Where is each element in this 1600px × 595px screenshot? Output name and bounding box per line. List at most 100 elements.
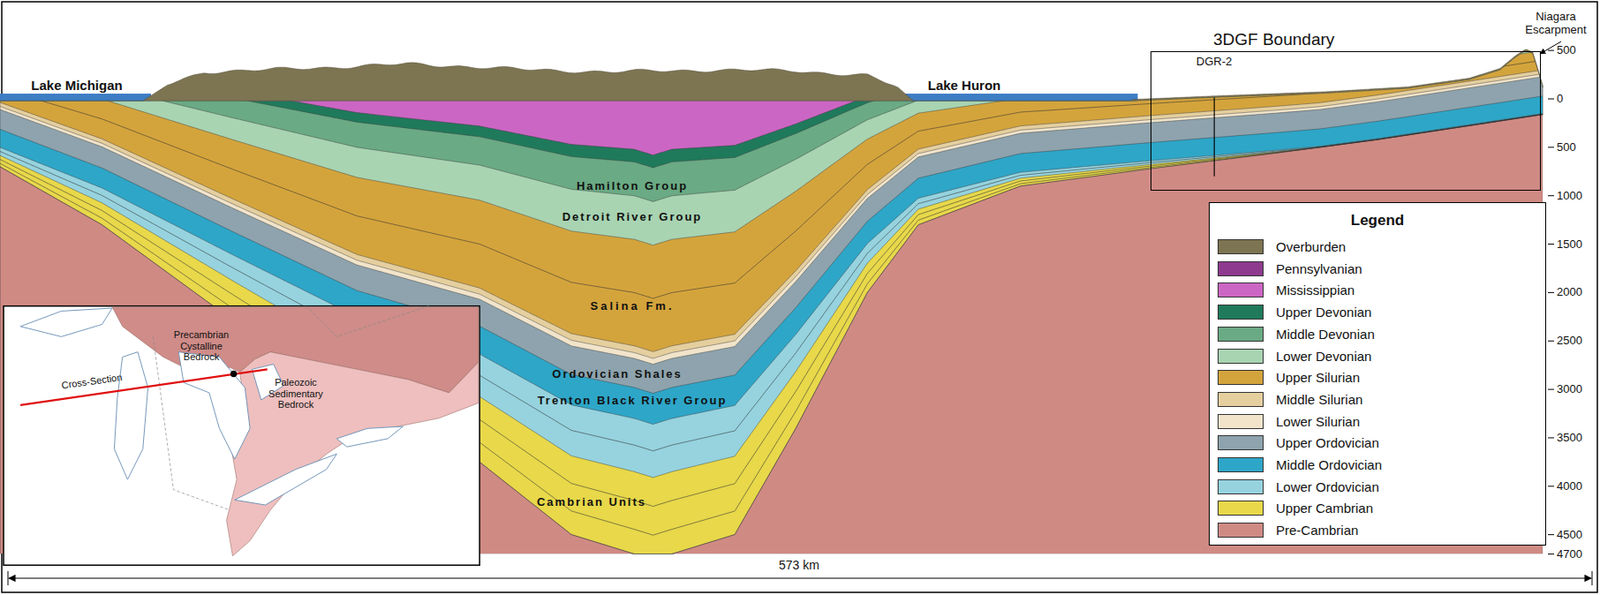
legend-title: Legend	[1350, 211, 1404, 230]
axis-label: 500	[1556, 140, 1577, 154]
legend-swatch	[1217, 261, 1264, 277]
axis-tick	[1547, 553, 1555, 555]
unit-name: Hamilton Group	[576, 180, 688, 194]
scale-bar-end	[7, 571, 9, 586]
legend-text: Lower Ordovician	[1275, 479, 1380, 495]
legend-swatch	[1217, 304, 1264, 320]
axis-label: 4000	[1556, 479, 1583, 493]
overburden	[0, 49, 1543, 101]
legend-text: Lower Devonian	[1275, 348, 1372, 364]
axis-tick	[1547, 195, 1555, 197]
legend-text: Upper Devonian	[1275, 304, 1372, 320]
lake-name: Lake Michigan	[30, 77, 122, 93]
scale-label: 573 km	[778, 558, 820, 573]
axis-label: 3500	[1556, 430, 1583, 445]
legend-swatch	[1217, 239, 1264, 255]
legend-row: Upper Devonian	[1217, 304, 1372, 320]
borehole-line	[1214, 97, 1216, 176]
unit-name: Ordovician Shales	[551, 368, 682, 382]
legend-text: Pennsylvanian	[1275, 261, 1363, 277]
axis-tick	[1547, 98, 1555, 100]
lake-outline	[20, 308, 113, 337]
feature-name: Niagara Escarpment	[1519, 10, 1593, 38]
axis-tick	[1547, 292, 1555, 294]
axis-tick	[1547, 534, 1555, 536]
legend-swatch	[1217, 500, 1264, 516]
legend-text: Overburden	[1275, 239, 1346, 255]
legend-swatch	[1217, 282, 1264, 298]
boundary-box: 3DGF Boundary	[1150, 51, 1541, 191]
legend-row: Lower Devonian	[1217, 348, 1372, 364]
axis-label: 1500	[1556, 237, 1583, 251]
axis-label: 500	[1556, 44, 1577, 58]
axis-label: 2000	[1556, 286, 1583, 300]
legend-text: Middle Devonian	[1275, 326, 1375, 342]
legend-text: Mississippian	[1275, 282, 1355, 298]
legend-row: Lower Silurian	[1217, 414, 1360, 430]
inset-map	[3, 306, 480, 567]
legend-text: Lower Silurian	[1275, 414, 1360, 430]
legend-swatch	[1217, 369, 1264, 385]
legend-text: Middle Ordovician	[1275, 457, 1382, 473]
lake-water	[0, 93, 151, 101]
unit-name: Cambrian Units	[536, 496, 647, 510]
inset-frame	[3, 306, 480, 567]
legend-row: Middle Ordovician	[1217, 457, 1382, 473]
site-dot	[230, 370, 237, 378]
unit-name: Trenton Black River Group	[537, 394, 728, 408]
state-border	[152, 306, 429, 511]
legend-text: Pre-Cambrian	[1275, 522, 1359, 538]
legend-row: Middle Silurian	[1217, 392, 1363, 408]
legend-row: Middle Devonian	[1217, 326, 1375, 342]
scale-bar	[8, 577, 1592, 579]
legend-row: Pennsylvanian	[1217, 261, 1363, 277]
unit-name: Salina Fm.	[589, 300, 674, 314]
lake-outline	[113, 352, 148, 480]
paleozoic-region	[226, 352, 479, 557]
lake-water	[903, 93, 1139, 101]
axis-tick	[1547, 485, 1555, 487]
legend-text: Upper Silurian	[1275, 369, 1360, 385]
legend-swatch	[1217, 522, 1264, 538]
axis-tick	[1547, 243, 1555, 245]
axis-tick	[1547, 437, 1555, 438]
lake-outline	[234, 453, 338, 506]
legend-swatch	[1217, 392, 1264, 408]
borehole-name: DGR-2	[1196, 55, 1232, 69]
map-region-label: Paleozoic Sedimentary Bedrock	[260, 377, 332, 411]
legend-swatch	[1217, 435, 1264, 451]
legend-row: Mississippian	[1217, 282, 1355, 298]
legend-text: Middle Silurian	[1275, 392, 1363, 408]
scale-bar-end	[1592, 571, 1593, 586]
axis-label: 1000	[1556, 188, 1583, 203]
legend-row: Pre-Cambrian	[1217, 522, 1359, 538]
legend-row: Upper Cambrian	[1217, 500, 1374, 516]
legend-row: Overburden	[1217, 239, 1346, 255]
lake-name: Lake Huron	[928, 77, 1002, 93]
legend-row: Upper Ordovician	[1217, 435, 1380, 451]
legend-swatch	[1217, 326, 1264, 342]
legend-swatch	[1217, 479, 1264, 495]
unit-name: Detroit River Group	[562, 211, 703, 225]
axis-tick	[1547, 146, 1555, 148]
axis-tick	[1547, 389, 1555, 391]
map-region-label: Precambrian Cystalline Bedrock	[166, 329, 237, 363]
axis-label: 0	[1556, 92, 1563, 106]
axis-label: 3000	[1556, 383, 1583, 397]
legend-text: Upper Ordovician	[1275, 435, 1380, 451]
axis-label: 4700	[1556, 547, 1583, 561]
legend-swatch	[1217, 414, 1264, 430]
legend-row: Lower Ordovician	[1217, 479, 1380, 495]
legend-swatch	[1217, 348, 1264, 364]
axis-tick	[1547, 340, 1555, 342]
lake-outline	[178, 352, 250, 460]
legend-swatch	[1217, 457, 1264, 473]
lake-outline	[336, 426, 403, 447]
axis-label: 4500	[1556, 528, 1583, 542]
boundary-title: 3DGF Boundary	[1213, 30, 1335, 50]
axis-tick	[1547, 50, 1555, 52]
bedding-line	[0, 114, 1543, 507]
section-line	[20, 369, 268, 405]
axis-label: 2500	[1556, 334, 1583, 348]
legend-row: Upper Silurian	[1217, 369, 1360, 385]
